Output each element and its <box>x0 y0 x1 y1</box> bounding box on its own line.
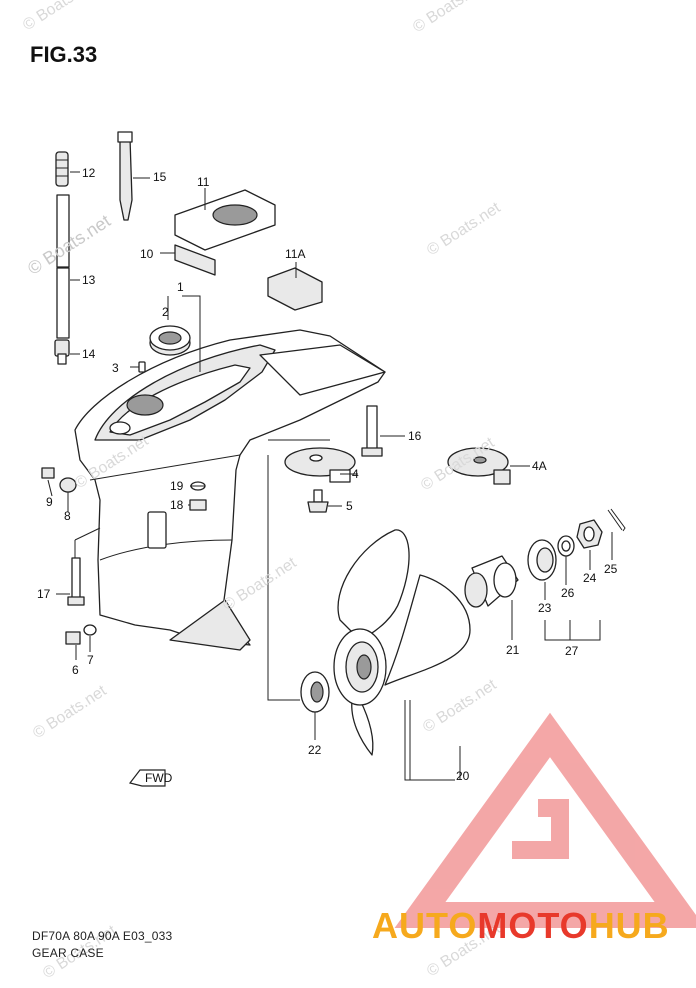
figure-title: FIG.33 <box>30 42 98 67</box>
part-14-bushing <box>54 339 70 365</box>
callout-9: 9 <box>46 495 53 509</box>
part-3-pin <box>138 361 146 373</box>
callout-13: 13 <box>82 273 96 287</box>
part-17-bolt <box>67 557 85 606</box>
callout-26: 26 <box>561 586 575 600</box>
part-18-bolt <box>189 499 207 511</box>
part-23-washer <box>527 539 557 581</box>
part-11a-spacer <box>267 267 323 311</box>
part-24-nut <box>576 519 603 549</box>
callout-24: 24 <box>583 571 597 585</box>
callout-4: 4 <box>352 467 359 481</box>
part-16-bolt <box>361 405 383 457</box>
fwd-label: FWD <box>145 771 173 785</box>
callout-8: 8 <box>64 509 71 523</box>
callout-17: 17 <box>37 587 51 601</box>
callout-2: 2 <box>162 305 169 319</box>
part-10-spacer <box>174 244 216 276</box>
brand-wordmark: AUTOMOTOHUB <box>372 905 670 947</box>
part-13-shaft <box>56 194 70 339</box>
callout-27: 27 <box>565 644 579 658</box>
callout-15: 15 <box>153 170 167 184</box>
callout-19: 19 <box>170 479 184 493</box>
figure-name: GEAR CASE <box>32 946 104 960</box>
fwd-arrow-icon: FWD <box>128 769 173 787</box>
part-6-screw <box>65 631 81 645</box>
callout-12: 12 <box>82 166 96 180</box>
part-9-bolt <box>41 467 55 479</box>
callout-4a: 4A <box>532 459 547 473</box>
part-26-washer <box>557 535 575 557</box>
part-4-anode <box>284 447 356 483</box>
part-20-propeller <box>333 529 471 756</box>
callout-11: 11 <box>197 175 210 189</box>
callout-20: 20 <box>456 769 470 783</box>
callout-7: 7 <box>87 653 94 667</box>
part-5-bolt <box>307 489 329 513</box>
part-4a-anode <box>447 447 511 485</box>
callout-22: 22 <box>308 743 322 757</box>
part-11-plate <box>174 189 276 251</box>
callout-18: 18 <box>170 498 184 512</box>
callout-21: 21 <box>506 643 520 657</box>
callout-labels: 1 2 3 12 15 11 10 11A 13 14 16 4 4A 5 9 … <box>37 166 618 783</box>
part-15-cable <box>117 131 133 221</box>
figure-code: DF70A 80A 90A E03_033 <box>32 929 173 943</box>
part-7-washer <box>83 624 97 636</box>
brand-logo-triangle <box>394 712 696 928</box>
callout-23: 23 <box>538 601 552 615</box>
brand-part-2: MOTO <box>477 905 589 946</box>
part-12-shaft-end <box>55 151 69 187</box>
callout-11a: 11A <box>285 247 305 261</box>
gear-case-housing <box>74 329 386 651</box>
part-21-spacer <box>464 555 519 608</box>
part-25-cotter-pin <box>607 508 626 532</box>
callout-14: 14 <box>82 347 96 361</box>
part-22-bushing <box>300 671 330 713</box>
leader-lines <box>47 171 613 781</box>
brand-part-3: HUB <box>588 905 670 946</box>
part-2-bearing <box>149 325 191 356</box>
callout-10: 10 <box>140 247 154 261</box>
callout-3: 3 <box>112 361 119 375</box>
callout-16: 16 <box>408 429 422 443</box>
callout-25: 25 <box>604 562 618 576</box>
brand-part-1: AUTO <box>372 905 478 946</box>
callout-1: 1 <box>177 280 184 294</box>
callout-6: 6 <box>72 663 79 677</box>
callout-5: 5 <box>346 499 353 513</box>
